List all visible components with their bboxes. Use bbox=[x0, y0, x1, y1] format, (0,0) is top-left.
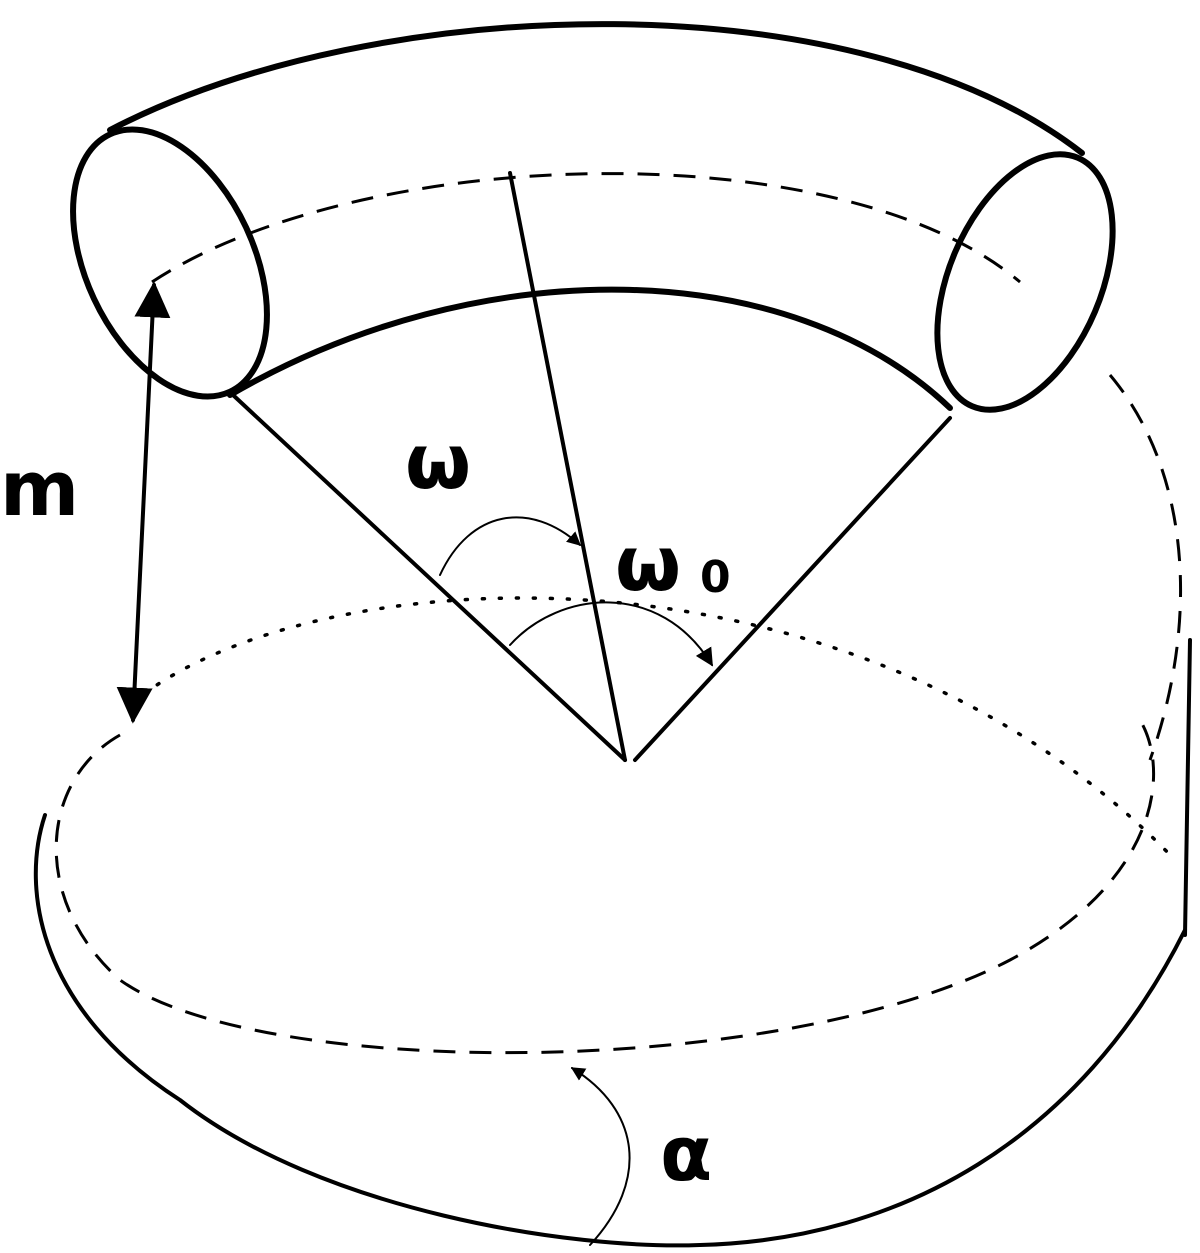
label-omega0: ω bbox=[615, 519, 681, 608]
tube-center-line bbox=[151, 172, 1021, 284]
m-dimension-arrow bbox=[116, 281, 171, 724]
omega-angle-arc bbox=[439, 516, 582, 576]
radius-right bbox=[633, 416, 952, 762]
base-torus bbox=[33, 374, 1192, 1248]
label-m: m bbox=[0, 444, 79, 533]
sector bbox=[231, 171, 952, 762]
base-back-contour bbox=[128, 596, 1177, 862]
left-cross-section bbox=[70, 126, 270, 400]
base-outer-contour bbox=[33, 813, 1187, 1248]
base-right-edge bbox=[1183, 638, 1192, 937]
radius-left bbox=[231, 393, 627, 762]
tube-outer-arc bbox=[107, 21, 1085, 156]
tube-inner-arc bbox=[227, 286, 953, 411]
alpha-angle-arc bbox=[570, 1067, 631, 1246]
torus-section bbox=[70, 21, 1116, 413]
label-omega: ω bbox=[405, 417, 471, 506]
base-inner-ellipse bbox=[54, 719, 1156, 1055]
right-cross-section bbox=[934, 151, 1116, 413]
label-omega0-subscript: 0 bbox=[700, 552, 731, 603]
base-right-dashed bbox=[1108, 374, 1182, 761]
label-alpha: α bbox=[660, 1109, 712, 1198]
radius-middle bbox=[508, 171, 627, 762]
omega0-angle-arc bbox=[509, 601, 713, 667]
